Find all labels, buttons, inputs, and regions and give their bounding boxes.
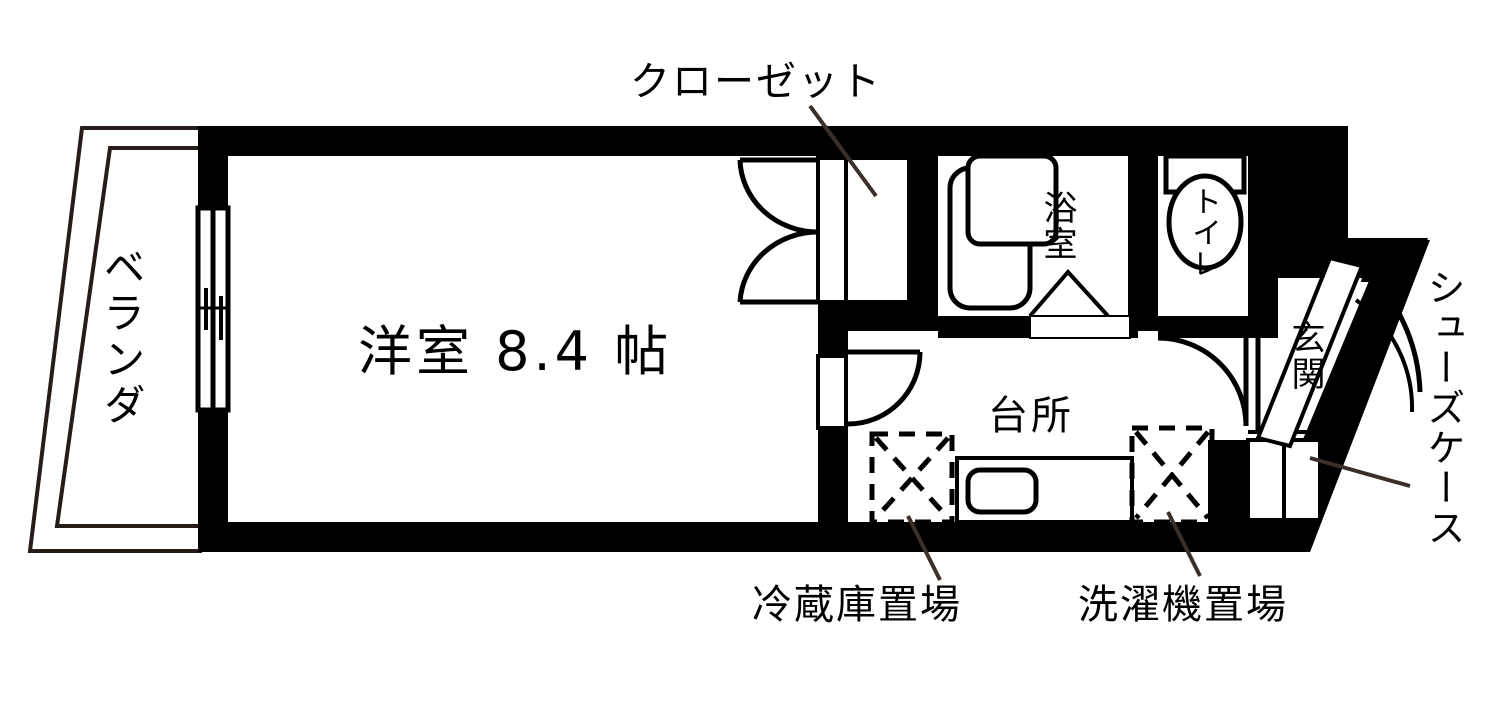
label-refrigerator-space: 冷蔵庫置場 xyxy=(752,582,962,628)
kitchen-fixtures xyxy=(869,425,1215,525)
balcony-window xyxy=(195,205,231,413)
kitchen-sink-shape xyxy=(965,467,1039,515)
leader-lines xyxy=(808,104,1411,581)
label-balcony: ベランダ xyxy=(97,245,146,429)
label-bathroom: 浴室 xyxy=(1037,190,1077,262)
bathroom-folding-door xyxy=(1028,268,1110,318)
leader-refrigerator xyxy=(906,515,942,581)
room-to-kitchen-door xyxy=(816,349,923,430)
entrance-door-arc xyxy=(1360,264,1423,393)
toilet-bowl-shape xyxy=(1166,173,1244,271)
label-toilet: トイレ xyxy=(1186,186,1221,279)
label-kitchen: 台所 xyxy=(988,393,1074,439)
label-shoe-case: シューズケース xyxy=(1421,268,1465,548)
closet xyxy=(737,156,911,305)
leader-washing-machine xyxy=(1166,511,1202,577)
label-main-room: 洋室 8.4 帖 xyxy=(358,320,673,383)
entrance-area xyxy=(1246,255,1423,522)
label-closet: クローゼット xyxy=(630,59,882,105)
closet-door-leaf-upper xyxy=(737,157,819,235)
label-washing-machine-space: 洗濯機置場 xyxy=(1078,582,1288,628)
label-entrance: 玄関 xyxy=(1285,320,1325,392)
bathroom-fixtures xyxy=(947,153,1131,339)
washing-machine-pad xyxy=(1129,425,1215,525)
entrance-door-leaf xyxy=(1255,255,1365,449)
toilet-fixtures xyxy=(1157,153,1261,432)
leader-shoe-case xyxy=(1309,456,1411,488)
closet-door-leaf-lower xyxy=(737,229,819,305)
washbasin-shape xyxy=(965,153,1059,247)
refrigerator-pad xyxy=(869,431,955,525)
leader-closet xyxy=(808,104,878,198)
